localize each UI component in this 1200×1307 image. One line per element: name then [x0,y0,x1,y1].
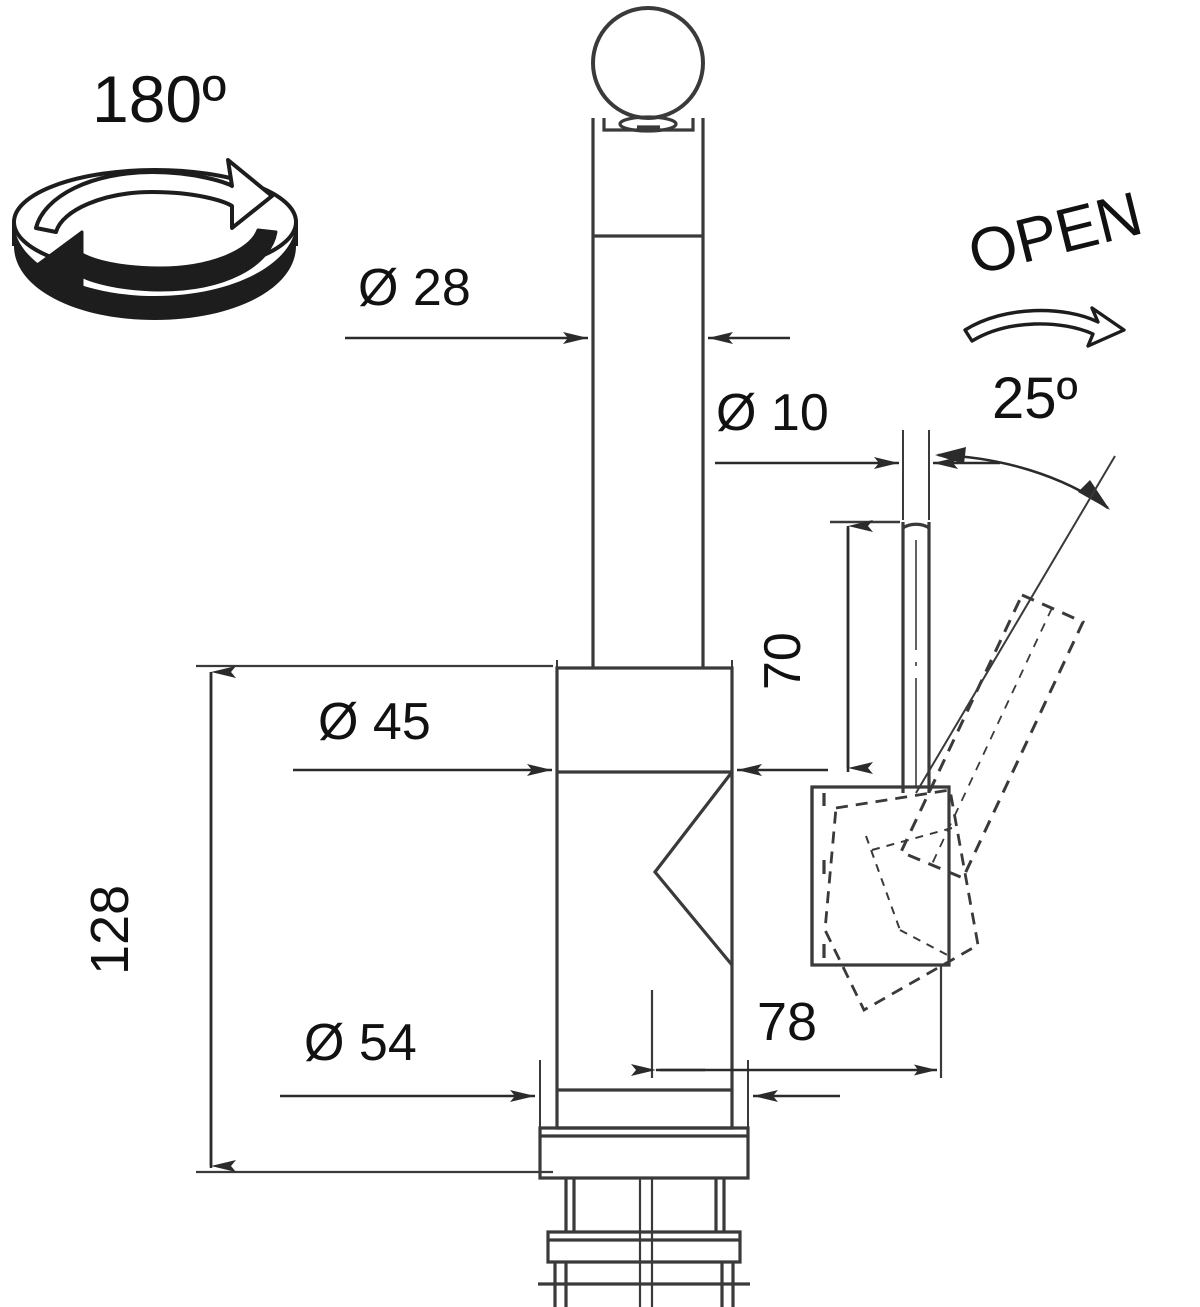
faucet-outline [538,6,1086,1307]
dimension-h-128: 128 [80,664,553,1174]
dimension-label-h-128: 128 [80,885,140,975]
dimension-dia-28: Ø 28 [345,259,790,350]
lever-housing [810,785,951,967]
dimension-label-w-78: 78 [757,992,817,1052]
dimension-label-dia-54: Ø 54 [304,1014,417,1072]
open-lever-icon: OPEN 25º [915,179,1149,794]
open-label: OPEN [962,179,1149,288]
spout-outlet-ring [591,6,705,133]
lever-housing-ghost [823,788,980,1012]
dimension-dia-45: Ø 45 [293,660,828,786]
dimension-label-dia-28: Ø 28 [358,259,471,317]
dimension-h-70: 70 [754,520,900,774]
angle-25-label: 25º [992,366,1078,431]
cartridge-chevron [652,771,734,967]
dimension-label-h-70: 70 [754,632,812,690]
body-housing [555,666,734,1130]
rotation-180-icon: 180º [12,62,298,320]
lever-open-ghost [898,593,1086,880]
dimension-label-dia-10: Ø 10 [716,384,829,442]
dimension-label-dia-45: Ø 45 [318,693,431,751]
dimension-w-78: 78 [631,965,943,1078]
spout-tube [591,118,705,668]
dimension-dia-10: Ø 10 [715,384,1000,520]
rotation-180-label: 180º [92,62,226,136]
mounting-assembly [538,1126,750,1307]
dimension-dia-54: Ø 54 [280,1014,840,1140]
lever-rod [901,522,931,793]
